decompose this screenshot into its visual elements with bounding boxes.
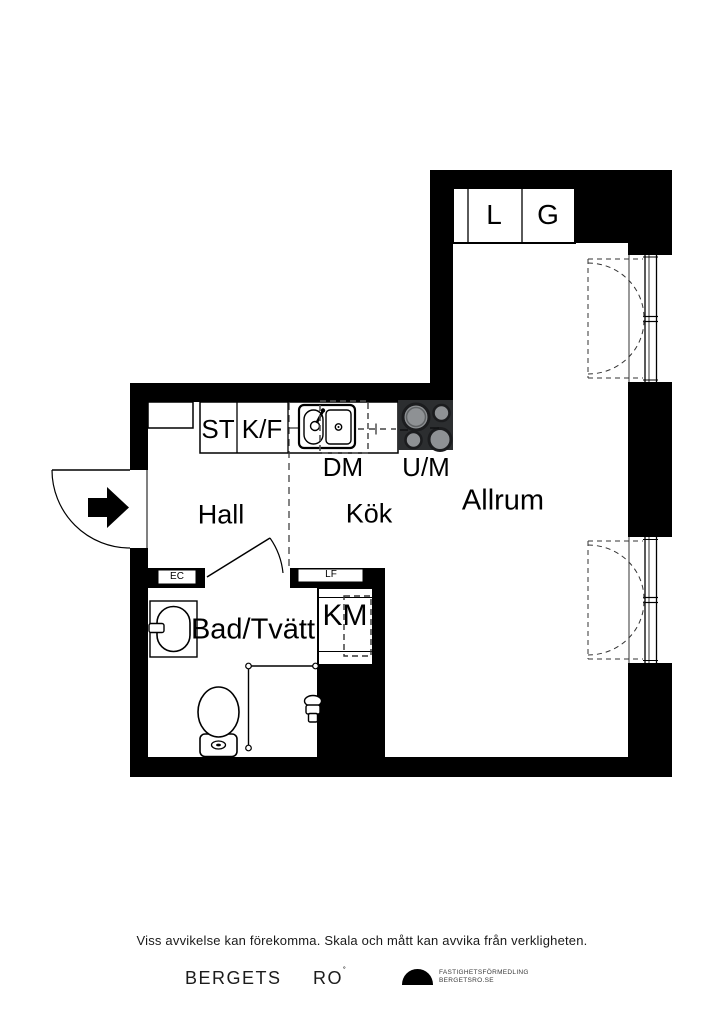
room-label-kok: Kök xyxy=(345,498,393,529)
window-upper-icon xyxy=(587,255,658,382)
stove-icon xyxy=(398,400,453,452)
wall-openings xyxy=(157,568,364,588)
sink-icon xyxy=(297,403,357,450)
agency-text: FASTIGHETSFÖRMEDLING BERGETSRO.SE xyxy=(439,969,529,985)
label-closet-l: L xyxy=(486,199,502,230)
counter-continuation xyxy=(358,423,396,435)
brand-bergets: BERGETS xyxy=(185,968,282,988)
agency-line2: BERGETSRO.SE xyxy=(439,977,494,984)
kitchen-counter xyxy=(147,401,399,454)
shower-mixer-icon xyxy=(303,694,323,723)
brand-ro-text: RO xyxy=(313,968,343,988)
dome-logo-icon xyxy=(402,969,433,985)
walls xyxy=(130,170,672,777)
room-label-hall: Hall xyxy=(197,499,245,530)
washing-machine-icon xyxy=(317,587,374,666)
room-label-bad-tvatt: Bad/Tvätt xyxy=(190,613,316,646)
shower-icon xyxy=(245,662,323,752)
label-ec: EC xyxy=(170,571,184,582)
label-dm: DM xyxy=(322,452,364,482)
agency-line1: FASTIGHETSFÖRMEDLING xyxy=(439,969,529,976)
closet-lg xyxy=(452,187,576,244)
lf-cabinet xyxy=(297,568,364,583)
bathroom-door xyxy=(206,537,284,578)
brand-trademark: ˚ xyxy=(343,966,348,976)
brand-ro: RO˚ xyxy=(313,966,348,989)
label-kf: K/F xyxy=(241,414,283,444)
label-st: ST xyxy=(201,414,235,444)
entrance-arrow-icon xyxy=(88,487,129,528)
label-km: KM xyxy=(322,599,368,632)
toilet-icon xyxy=(197,686,240,758)
room-label-allrum: Allrum xyxy=(461,484,545,517)
label-um: U/M xyxy=(402,452,450,482)
bathroom-door-opening xyxy=(205,568,290,588)
washbasin-icon xyxy=(148,600,198,658)
entrance-door xyxy=(51,469,148,549)
ec-cabinet xyxy=(157,569,197,585)
label-lf: LF xyxy=(325,569,337,580)
dishwasher-outline xyxy=(319,400,369,454)
label-closet-g: G xyxy=(537,199,559,230)
window-lower-icon xyxy=(587,537,658,663)
disclaimer-text: Viss avvikelse kan förekomma. Skala och … xyxy=(136,933,588,948)
